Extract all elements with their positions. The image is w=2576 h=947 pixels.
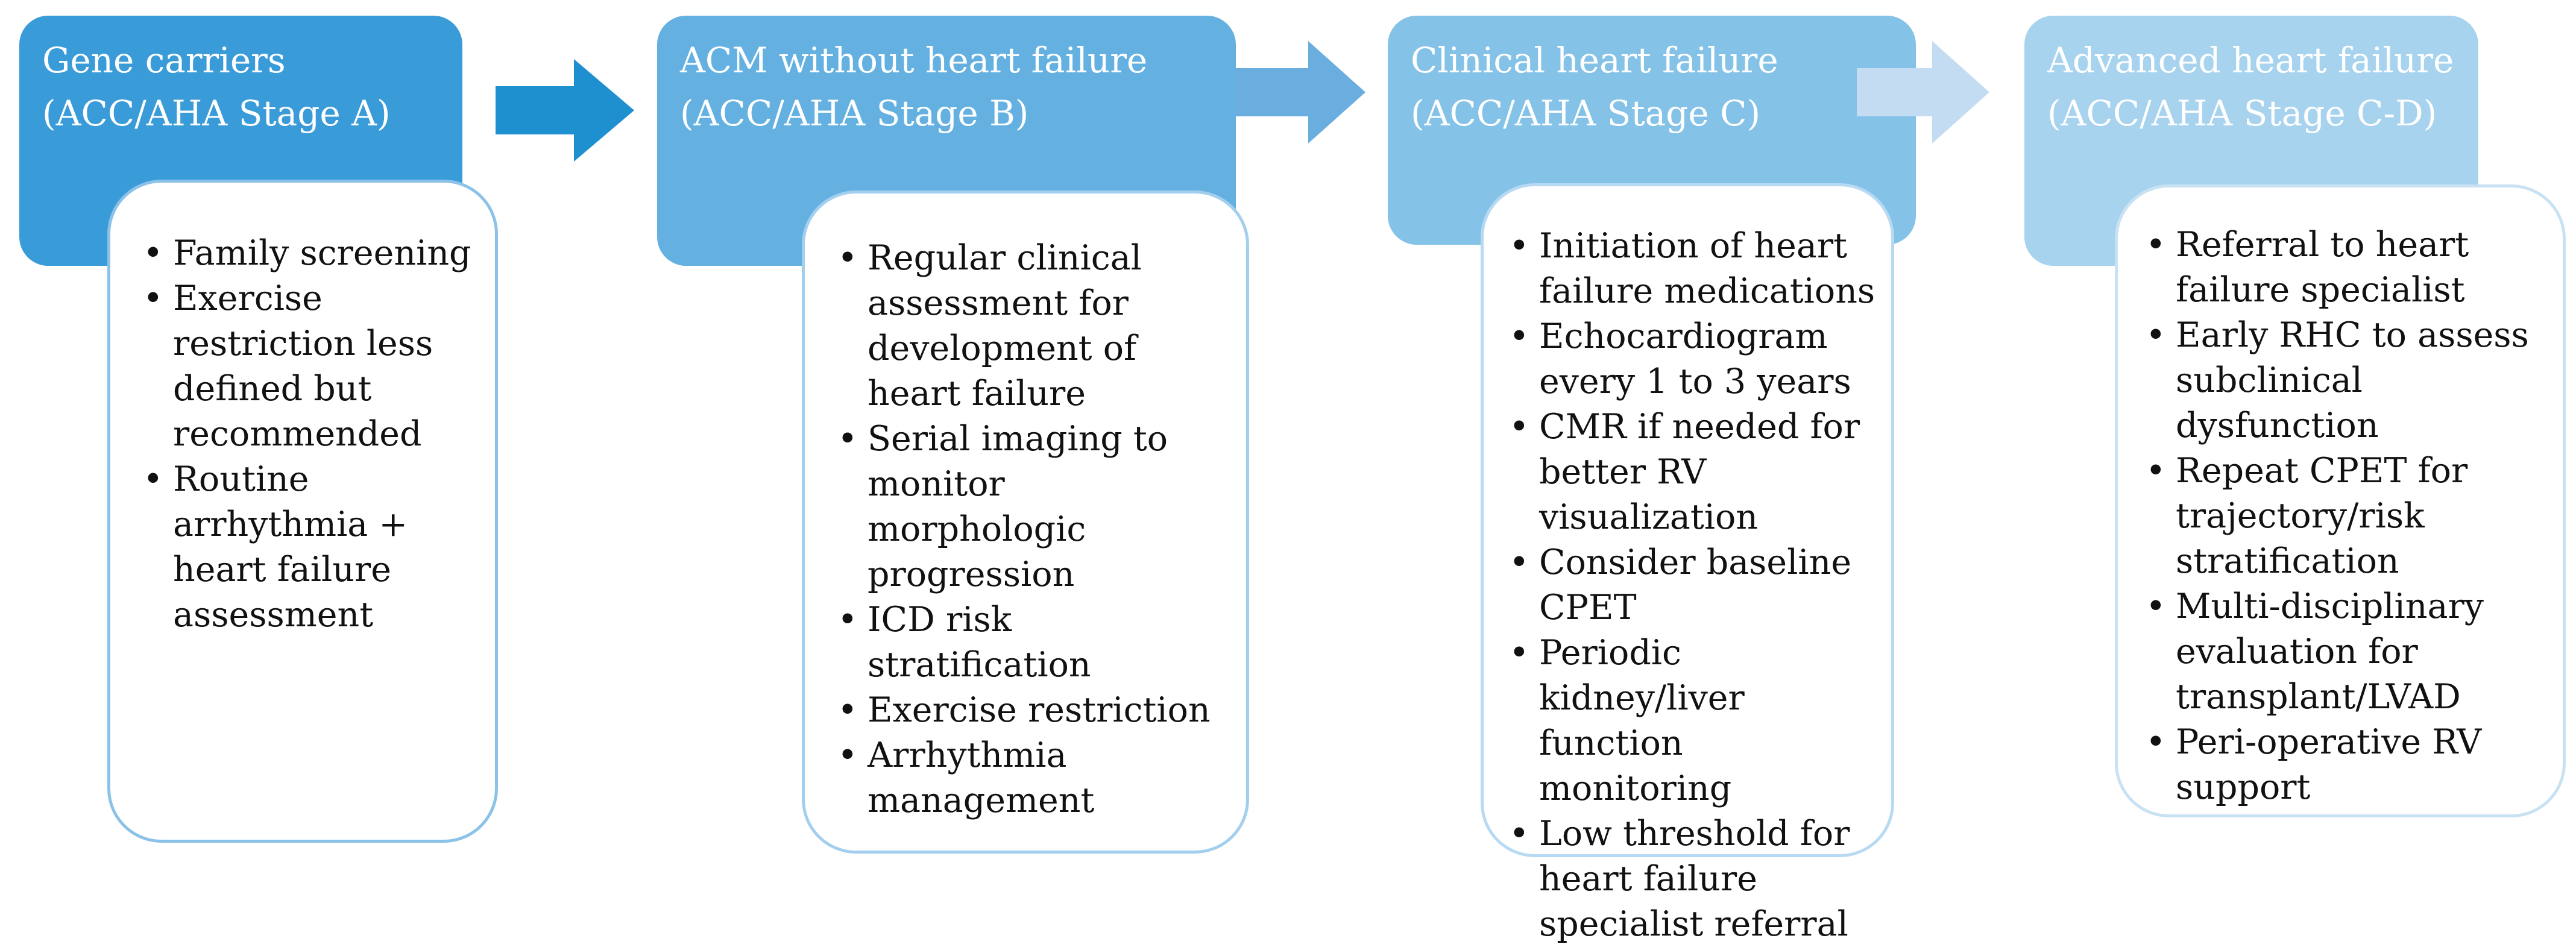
list-item: •Family screening [134, 231, 477, 276]
bullet-icon: • [1509, 407, 1529, 447]
list-item: •Referral to heart failure specialist [2137, 222, 2551, 313]
list-item: •CMR if needed for better RV visualizati… [1501, 404, 1880, 540]
stage-card: •Initiation of heart failure medications… [1481, 183, 1894, 944]
stage-items-list: •Initiation of heart failure medications… [1501, 224, 1880, 947]
stage-items-list: •Family screening •Exercise restriction … [134, 231, 477, 638]
list-item: •Exercise restriction [829, 688, 1234, 733]
list-item: •Peri-operative RV support [2137, 720, 2551, 810]
right-arrow-icon [1857, 41, 1989, 143]
bullet-icon: • [2146, 587, 2166, 626]
bullet-icon: • [837, 419, 858, 459]
stage-subtitle: (ACC/AHA Stage B) [680, 93, 1029, 134]
stage-items-list: •Referral to heart failure specialist •E… [2137, 222, 2551, 810]
bullet-icon: • [2146, 225, 2166, 265]
stage-subtitle: (ACC/AHA Stage A) [42, 93, 391, 134]
bullet-icon: • [1509, 316, 1529, 356]
list-item: •Early RHC to assess subclinical dysfunc… [2137, 313, 2551, 448]
stage-items-list: •Regular clinical assessment for develop… [829, 236, 1234, 823]
list-item: •Exercise restriction less defined but r… [134, 276, 477, 457]
stage-title: Clinical heart failure [1411, 40, 1778, 81]
list-item: •Repeat CPET for trajectory/risk stratif… [2137, 448, 2551, 584]
bullet-icon: • [2146, 315, 2166, 355]
stage-title: Gene carriers [42, 40, 286, 81]
list-item: •Routine arrhythmia + heart failure asse… [134, 457, 477, 638]
list-item: •Serial imaging to monitor morphologic p… [829, 417, 1234, 597]
bullet-icon: • [2146, 722, 2166, 762]
stage-title: Advanced heart failure [2047, 40, 2454, 81]
list-item: •Initiation of heart failure medications [1501, 224, 1880, 314]
list-item: •Consider baseline CPET [1501, 540, 1880, 631]
right-arrow-icon [1236, 41, 1365, 143]
bullet-icon: • [837, 238, 858, 278]
stage-title: ACM without heart failure [680, 40, 1148, 81]
bullet-icon: • [1509, 633, 1529, 673]
bullet-icon: • [143, 233, 163, 273]
list-item: •Low threshold for heart failure special… [1501, 811, 1880, 947]
bullet-icon: • [2146, 451, 2166, 491]
list-item: •ICD risk stratification [829, 597, 1234, 688]
list-item: •Regular clinical assessment for develop… [829, 236, 1234, 417]
stage-card: •Family screening •Exercise restriction … [107, 180, 498, 843]
list-item: •Echocardiogram every 1 to 3 years [1501, 314, 1880, 404]
stage-subtitle: (ACC/AHA Stage C) [1411, 93, 1761, 134]
stage-card: •Referral to heart failure specialist •E… [2115, 184, 2566, 817]
stage-advanced-heart-failure: Advanced heart failure (ACC/AHA Stage C-… [2024, 16, 2570, 860]
bullet-icon: • [1509, 543, 1529, 582]
bullet-icon: • [837, 600, 858, 640]
bullet-icon: • [1509, 226, 1529, 266]
stage-card: •Regular clinical assessment for develop… [802, 190, 1249, 854]
stage-header: Clinical heart failure (ACC/AHA Stage C) [1388, 16, 1916, 245]
right-arrow-icon [496, 59, 634, 162]
list-item: •Arrhythmia management [829, 733, 1234, 823]
list-item: •Periodic kidney/liver function monitori… [1501, 631, 1880, 811]
bullet-icon: • [143, 278, 163, 318]
bullet-icon: • [1509, 814, 1529, 854]
list-item: •Multi-disciplinary evaluation for trans… [2137, 584, 2551, 720]
bullet-icon: • [837, 735, 858, 775]
bullet-icon: • [143, 459, 163, 499]
stage-subtitle: (ACC/AHA Stage C-D) [2047, 93, 2437, 134]
bullet-icon: • [837, 690, 858, 730]
stage-gene-carriers: Gene carriers (ACC/AHA Stage A) •Family … [19, 16, 538, 860]
stage-acm-without-heart-failure: ACM without heart failure (ACC/AHA Stage… [657, 16, 1302, 860]
